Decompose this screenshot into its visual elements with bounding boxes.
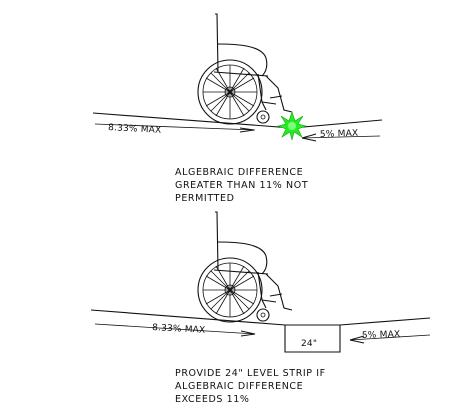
ramp-surface-left [92,112,293,129]
bottom-right-slope-label: 5% MAX [362,330,401,341]
top-detail: 8.33% MAX 5% MAX ALGEBRAIC DIFFERENCE GR… [92,13,383,204]
arrow-left-slope [239,127,255,133]
alert-star-icon [276,111,308,141]
ramp-surface-right [339,317,431,326]
bottom-left-slope-label: 8.33% MAX [152,323,206,336]
top-left-slope-label: 8.33% MAX [108,123,162,136]
top-note-line-3: PERMITTED [175,193,235,204]
arrow-right-slope [349,335,365,344]
wheelchair-icon [197,13,293,125]
ramp-surface-left [90,309,286,326]
top-note-line-2: GREATER THAN 11% NOT [175,180,308,191]
bottom-note-line-3: EXCEEDS 11% [175,394,250,405]
bottom-note-line-1: PROVIDE 24" LEVEL STRIP IF [175,368,326,379]
arrow-right-slope [301,133,317,142]
level-strip-box [284,325,341,353]
top-note-line-1: ALGEBRAIC DIFFERENCE [175,167,303,178]
strip-width-label: 24" [301,339,317,349]
ramp-surface-right [291,119,383,129]
arrow-left-slope [240,330,256,337]
bottom-note-line-2: ALGEBRAIC DIFFERENCE [175,381,303,392]
top-right-slope-label: 5% MAX [320,129,359,140]
wheelchair-icon [197,211,293,323]
bottom-detail: 24" 8.33% MAX 5% MAX PROVIDE 24" LEVEL S… [90,211,431,405]
